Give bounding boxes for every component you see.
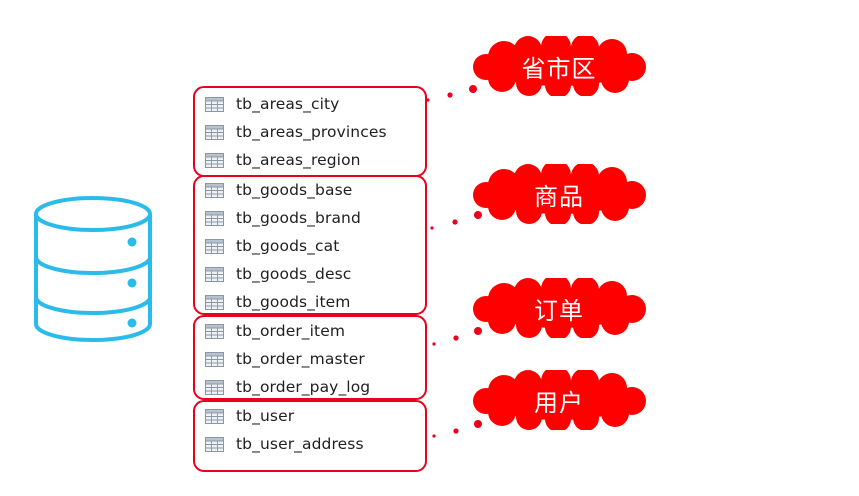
table-icon [205, 379, 224, 395]
table-row[interactable]: tb_goods_cat [205, 235, 339, 257]
table-icon [205, 436, 224, 452]
table-group-areas: tb_areas_city tb_areas_provinces tb_area… [193, 86, 427, 177]
table-row[interactable]: tb_order_item [205, 320, 345, 342]
table-row[interactable]: tb_areas_region [205, 149, 361, 171]
cloud-shape [473, 370, 646, 430]
table-icon [205, 238, 224, 254]
category-cloud-users: 用户 [464, 370, 654, 430]
table-row[interactable]: tb_areas_provinces [205, 121, 387, 143]
cloud-shape [473, 278, 646, 338]
table-row[interactable]: tb_order_master [205, 348, 365, 370]
table-icon [205, 323, 224, 339]
table-icon [205, 182, 224, 198]
connector-dots [432, 327, 482, 346]
table-group-users: tb_user tb_user_address [193, 400, 427, 472]
connector-dots [430, 211, 482, 230]
table-name: tb_areas_region [236, 151, 361, 169]
category-cloud-areas: 省市区 [464, 36, 654, 96]
cloud-shape [473, 36, 646, 96]
table-row[interactable]: tb_goods_base [205, 179, 352, 201]
table-name: tb_order_item [236, 322, 346, 340]
table-icon [205, 152, 224, 168]
category-label: 省市区 [521, 54, 597, 83]
category-label: 订单 [534, 296, 584, 325]
category-label: 用户 [534, 388, 584, 417]
connector-dots [426, 85, 477, 102]
table-icon [205, 266, 224, 282]
table-icon [205, 408, 224, 424]
table-name: tb_goods_brand [236, 209, 361, 227]
category-label: 商品 [534, 182, 584, 211]
table-row[interactable]: tb_user [205, 405, 294, 427]
table-name: tb_order_pay_log [236, 378, 371, 396]
table-row[interactable]: tb_goods_desc [205, 263, 351, 285]
table-name: tb_areas_city [236, 95, 340, 113]
connector-dots [432, 420, 482, 438]
table-icon [205, 294, 224, 310]
table-name: tb_goods_base [236, 181, 353, 199]
table-name: tb_user_address [236, 435, 364, 453]
table-row[interactable]: tb_user_address [205, 433, 364, 455]
table-name: tb_order_master [236, 350, 365, 368]
table-row[interactable]: tb_order_pay_log [205, 376, 370, 398]
table-icon [205, 124, 224, 140]
table-name: tb_goods_item [236, 293, 351, 311]
database-icon [34, 196, 152, 342]
category-cloud-orders: 订单 [464, 278, 654, 338]
table-row[interactable]: tb_areas_city [205, 93, 339, 115]
table-icon [205, 96, 224, 112]
table-name: tb_areas_provinces [236, 123, 387, 141]
table-name: tb_user [236, 407, 295, 425]
table-icon [205, 210, 224, 226]
table-row[interactable]: tb_goods_brand [205, 207, 361, 229]
table-name: tb_goods_desc [236, 265, 352, 283]
table-row[interactable]: tb_goods_item [205, 291, 350, 313]
table-name: tb_goods_cat [236, 237, 340, 255]
category-cloud-goods: 商品 [464, 164, 654, 224]
cloud-shape [473, 164, 646, 224]
table-group-orders: tb_order_item tb_order_master tb_order_p… [193, 315, 427, 400]
table-group-goods: tb_goods_base tb_goods_brand tb_goods_ca… [193, 175, 427, 315]
table-icon [205, 351, 224, 367]
